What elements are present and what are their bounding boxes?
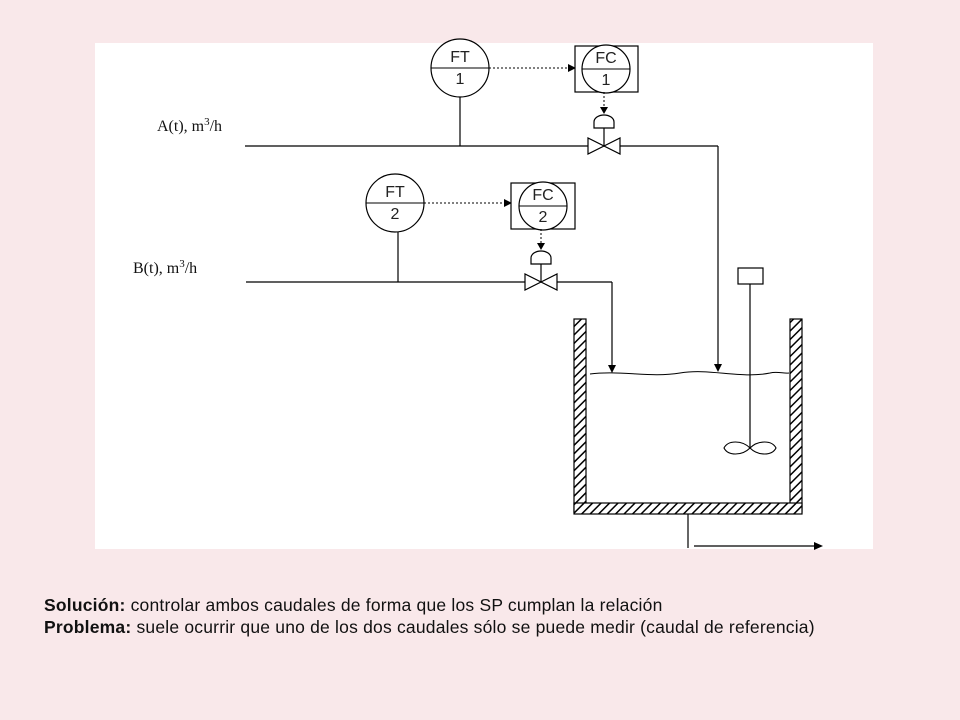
fc2-number: 2 [539, 209, 548, 226]
stream-a: A(t), m3/h FT 1 FC 1 [157, 38, 722, 372]
tank-bottom [573, 502, 803, 515]
problem-text: suele ocurrir que uno de los dos caudale… [131, 617, 815, 637]
valve-2-icon [524, 273, 543, 291]
impeller-icon [723, 441, 777, 455]
stream-b-label: B(t), m3/h [133, 258, 197, 277]
mixing-tank [573, 267, 823, 550]
fc2-controller: FC 2 [510, 181, 576, 231]
valve-2-actuator-icon [530, 250, 552, 265]
caption: Solución: controlar ambos caudales de fo… [44, 594, 924, 638]
agitator-motor-icon [737, 267, 764, 285]
tank-left-wall [573, 318, 587, 513]
problem-line: Problema: suele ocurrir que uno de los d… [44, 616, 924, 638]
valve-1-icon [587, 137, 606, 155]
problem-label: Problema: [44, 617, 132, 637]
ft1-number: 1 [456, 71, 465, 88]
ft2-number: 2 [391, 206, 400, 223]
diagram-panel [95, 43, 873, 549]
ft2-instrument: FT 2 [365, 173, 425, 233]
solution-line: Solución: controlar ambos caudales de fo… [44, 594, 924, 616]
solution-text: controlar ambos caudales de forma que lo… [125, 595, 663, 615]
liquid-level [589, 371, 790, 376]
solution-label: Solución: [44, 595, 126, 615]
stream-a-label: A(t), m3/h [157, 116, 222, 135]
valve-1-actuator-icon [593, 114, 615, 129]
fc1-controller: FC 1 [574, 44, 639, 94]
ft1-tag: FT [450, 49, 470, 66]
fc2-tag: FC [532, 187, 553, 204]
fc1-number: 1 [602, 72, 611, 89]
stream-b: B(t), m3/h FT 2 FC 2 [133, 173, 616, 373]
ft1-instrument: FT 1 [430, 38, 490, 98]
fc1-tag: FC [595, 50, 616, 67]
outlet-arrow-icon [814, 542, 823, 550]
ft2-tag: FT [385, 184, 405, 201]
tank-right-wall [789, 318, 803, 513]
